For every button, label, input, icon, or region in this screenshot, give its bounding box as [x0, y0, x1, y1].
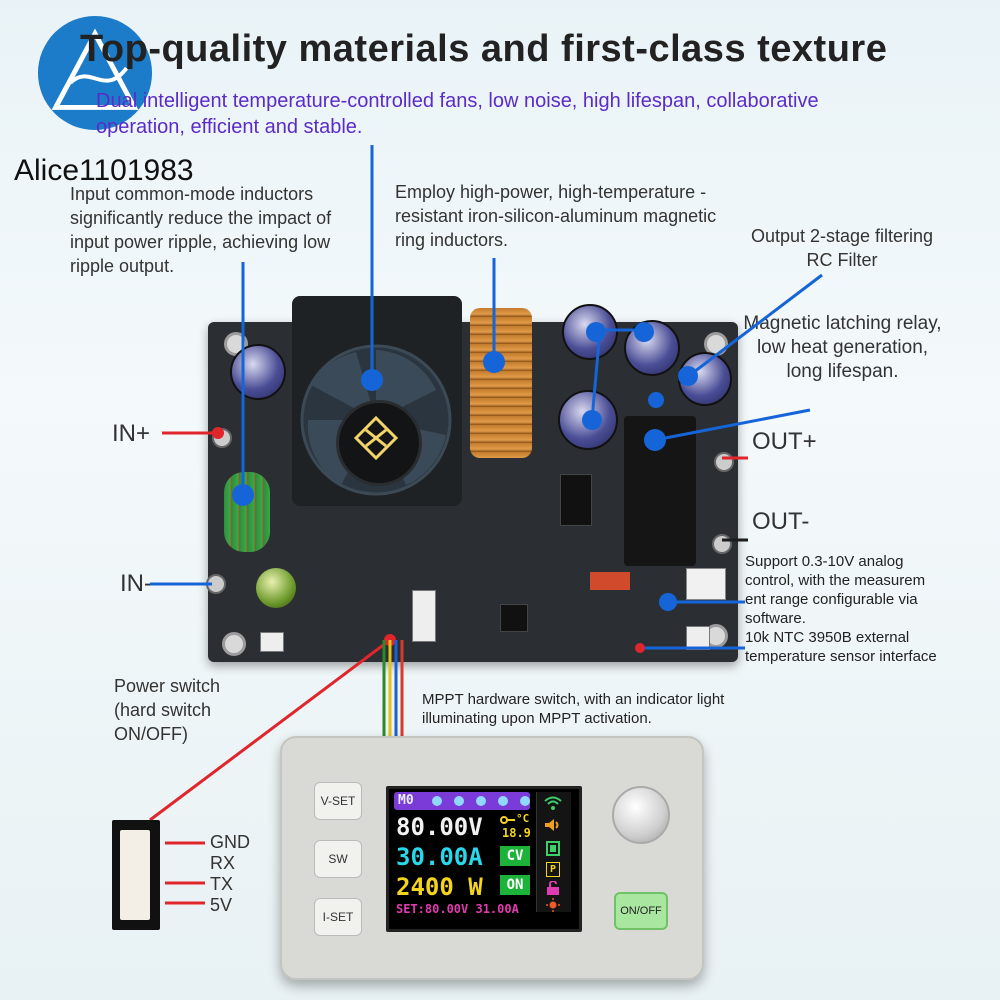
ntc-connector — [686, 626, 710, 650]
callout-output-filter-2: RC Filter — [806, 250, 878, 270]
callout-input-inductor: Input common-mode inductors significantl… — [70, 184, 332, 276]
brand-logo-icon — [37, 15, 153, 131]
thermometer-key-icon — [500, 816, 515, 824]
label-out-minus: OUT- — [752, 508, 810, 535]
page-title: Top-quality materials and first-class te… — [80, 28, 888, 70]
label-in-minus: IN- — [120, 570, 152, 597]
current-readout: 30.00A — [396, 843, 483, 871]
callout-mppt: MPPT hardware switch, with an indicator … — [422, 691, 725, 727]
pin-label-tx: TX — [210, 874, 234, 894]
input-capacitor — [230, 344, 286, 400]
cv-badge: CV — [500, 846, 530, 866]
power-readout: 2400 W — [396, 873, 483, 901]
fan-hub — [336, 400, 422, 486]
callout-output-filter-1: Output 2-stage filtering — [750, 226, 934, 246]
mode-dot — [454, 796, 464, 806]
i-set-button[interactable]: I-SET — [314, 898, 362, 936]
on-badge: ON — [500, 875, 530, 895]
callout-ring-inductor: Employ high-power, high-temperature -res… — [395, 182, 717, 250]
mcu-chip — [500, 604, 528, 632]
mode-label: M0 — [398, 793, 414, 808]
label-in-plus: IN+ — [112, 420, 151, 447]
ring-inductor — [470, 308, 532, 458]
set-line: SET:80.00V 31.00A — [396, 902, 519, 916]
shunt-resistor — [590, 572, 630, 590]
mode-dot — [520, 796, 530, 806]
label-out-plus: OUT+ — [752, 428, 817, 455]
mode-dots — [432, 796, 532, 806]
mode-dot — [498, 796, 508, 806]
pin-label-rx: RX — [210, 853, 236, 873]
voltage-readout: 80.00V — [396, 813, 483, 841]
temp-unit: °C — [516, 812, 530, 825]
power-switch — [260, 632, 284, 652]
watermark-text: Alice1101983 — [14, 154, 194, 187]
mppt-connector — [412, 590, 436, 642]
v-set-button[interactable]: V-SET — [314, 782, 362, 820]
speaker-icon — [545, 819, 559, 831]
pin-label-gnd: GND — [210, 832, 250, 852]
callout-relay: Magnetic latching relay, low heat genera… — [743, 313, 942, 382]
pin-labels: GND RX TX 5V — [210, 832, 250, 916]
pin-label-5v: 5V — [210, 895, 233, 915]
temp-readout: 18.9 — [502, 826, 531, 840]
dip-switch — [686, 568, 726, 600]
mount-hole — [222, 632, 246, 656]
p-badge: P — [546, 862, 560, 877]
callout-analog: Support 0.3-10V analog control, with the… — [745, 553, 926, 627]
page-subtitle: Dual intelligent temperature-controlled … — [96, 90, 819, 138]
fuse-block — [560, 474, 592, 526]
sw-button[interactable]: SW — [314, 840, 362, 878]
callout-power-switch: Power switch (hard switch ON/OFF) — [114, 676, 221, 744]
mode-dot — [476, 796, 486, 806]
fan-logo-icon — [353, 415, 399, 461]
mode-dot — [432, 796, 442, 806]
onoff-button[interactable]: ON/OFF — [614, 892, 668, 930]
callout-ntc: 10k NTC 3950B external temperature senso… — [745, 629, 937, 665]
encoder-knob[interactable] — [612, 786, 670, 844]
wifi-icon — [544, 796, 562, 810]
battery-icon — [546, 841, 560, 856]
uart-connector-housing — [120, 830, 150, 920]
lock-icon — [547, 881, 559, 895]
input-small-capacitor — [256, 568, 296, 608]
brightness-icon — [546, 898, 560, 912]
